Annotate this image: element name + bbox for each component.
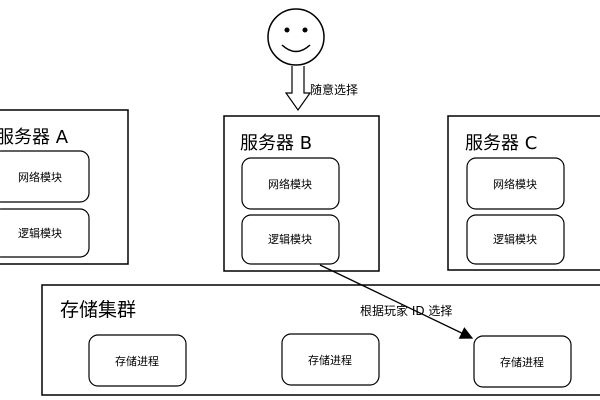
server-c-network-module bbox=[466, 157, 565, 210]
smiley-face-icon bbox=[267, 8, 325, 66]
route-label: 根据玩家 ID 选择 bbox=[360, 303, 452, 318]
server-c: 服务器 C 网络模块 逻辑模块 bbox=[447, 115, 600, 271]
server-a-logic-module-label: 逻辑模块 bbox=[18, 226, 62, 240]
storage-process-1-label: 存储进程 bbox=[115, 354, 159, 368]
server-b: 服务器 B 网络模块 逻辑模块 bbox=[223, 115, 380, 272]
server-c-logic-module bbox=[466, 214, 565, 265]
server-a-network-module-label: 网络模块 bbox=[18, 170, 62, 184]
server-b-logic-module bbox=[241, 214, 340, 265]
server-c-logic-module-label: 逻辑模块 bbox=[493, 232, 537, 246]
server-b-network-module-label: 网络模块 bbox=[268, 177, 312, 191]
storage-cluster-title: 存储集群 bbox=[60, 299, 136, 321]
storage-cluster: 存储集群 存储进程 存储进程 存储进程 bbox=[41, 284, 600, 396]
server-a-title: 服务器 A bbox=[0, 127, 69, 148]
route-arrow bbox=[319, 264, 474, 339]
server-b-title: 服务器 B bbox=[240, 133, 312, 154]
random-select-label: 随意选择 bbox=[310, 82, 358, 97]
server-b-logic-module-label: 逻辑模块 bbox=[268, 232, 312, 246]
storage-process-3-label: 存储进程 bbox=[500, 355, 544, 369]
server-a-network-module bbox=[0, 150, 90, 203]
storage-process-2 bbox=[281, 333, 380, 386]
server-c-title: 服务器 C bbox=[465, 133, 537, 154]
storage-process-3 bbox=[473, 335, 572, 388]
server-a-logic-module bbox=[0, 208, 90, 258]
server-c-network-module-label: 网络模块 bbox=[493, 177, 537, 191]
storage-process-1 bbox=[88, 334, 187, 387]
server-a: 服务器 A 网络模块 逻辑模块 bbox=[0, 109, 129, 265]
user-to-server-arrow bbox=[284, 66, 312, 112]
server-b-network-module bbox=[241, 157, 340, 210]
storage-process-2-label: 存储进程 bbox=[308, 353, 352, 367]
